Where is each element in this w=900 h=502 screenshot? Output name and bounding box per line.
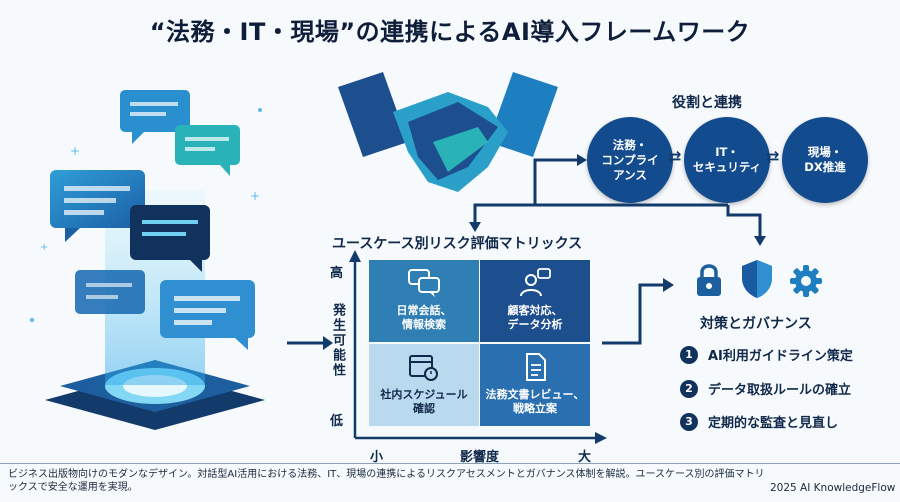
svg-text:+: + — [70, 144, 80, 158]
governance-item: 1 AI利用ガイドライン策定 — [680, 345, 853, 364]
roles-heading: 役割と連携 — [672, 95, 742, 111]
chat-bubble-icon — [120, 90, 190, 144]
matrix-cell-label: 社内スケジュール 確認 — [380, 388, 468, 415]
x-axis-label: 影響度 — [460, 450, 500, 465]
gear-icon — [790, 265, 822, 297]
matrix-cell-legal-docs: 法務文書レビュー、 戦略立案 — [480, 344, 590, 426]
y-axis-label: 発生可能性 — [330, 303, 345, 378]
lock-icon — [697, 264, 721, 296]
role-field-dx: 現場・ DX推進 — [782, 117, 868, 203]
matrix-cell-label: 日常会話、 情報検索 — [396, 304, 452, 331]
governance-heading: 対策とガバナンス — [700, 316, 812, 332]
governance-item-text: AI利用ガイドライン策定 — [708, 349, 853, 364]
connector-arrows — [469, 154, 766, 246]
calendar-clock-icon — [409, 355, 438, 381]
number-badge: 2 — [680, 379, 698, 398]
number-badge: 3 — [680, 412, 698, 431]
svg-text:+: + — [40, 242, 48, 253]
footer-divider — [0, 463, 900, 464]
handshake-icon — [338, 72, 558, 192]
governance-item: 2 データ取扱ルールの確立 — [680, 379, 851, 398]
governance-item-text: 定期的な監査と見直し — [708, 416, 839, 431]
matrix-title: ユースケース別リスク評価マトリックス — [332, 236, 583, 252]
chat-bubbles-icon — [408, 269, 440, 297]
svg-text:+: + — [250, 189, 260, 203]
flow-arrow-governance — [602, 278, 674, 345]
matrix-cell-schedule: 社内スケジュール 確認 — [369, 344, 479, 426]
matrix-axes — [349, 250, 607, 444]
document-icon — [526, 353, 546, 381]
bidirectional-arrow-icon: ⇄ — [668, 147, 682, 166]
y-axis-high: 高 — [330, 266, 344, 281]
bidirectional-arrow-icon: ⇄ — [766, 147, 780, 166]
matrix-cell-label: 法務文書レビュー、 戦略立案 — [485, 388, 585, 415]
ai-chat-illustration: + + + — [30, 90, 265, 430]
page-title: “法務・IT・現場”の連携によるAI導入フレームワーク — [149, 18, 751, 46]
governance-item-text: データ取扱ルールの確立 — [708, 383, 852, 398]
x-axis-high: 大 — [578, 450, 592, 465]
role-it-security: IT・ セキュリティ — [684, 117, 770, 203]
y-axis-low: 低 — [330, 414, 344, 429]
customer-chat-icon — [520, 268, 551, 297]
flow-arrow-right — [287, 336, 333, 350]
matrix-cell-daily-chat: 日常会話、 情報検索 — [369, 260, 479, 342]
shield-icon — [742, 260, 772, 298]
matrix-cell-customer: 顧客対応、 データ分析 — [480, 260, 590, 342]
number-badge: 1 — [680, 345, 698, 364]
role-legal-compliance: 法務・ コンプライ アンス — [587, 117, 673, 203]
footer-description: ビジネス出版物向けのモダンなデザイン。対話型AI活用における法務、IT、現場の連… — [8, 469, 765, 493]
governance-item: 3 定期的な監査と見直し — [680, 412, 838, 431]
matrix-cell-label: 顧客対応、 データ分析 — [507, 304, 563, 331]
x-axis-low: 小 — [370, 450, 384, 465]
footer-credit: 2025 AI KnowledgeFlow — [770, 482, 896, 494]
